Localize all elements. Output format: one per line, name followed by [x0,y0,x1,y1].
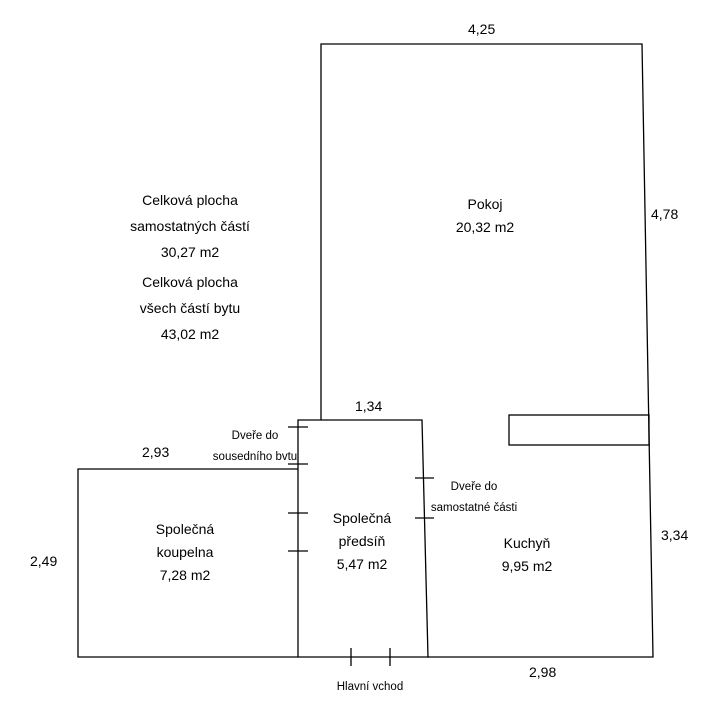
dimension-kuchyn-width: 2,98 [529,664,557,680]
note-door-independent: Dveře do samostatné části [409,477,539,519]
room-area: 5,47 m2 [336,556,388,572]
summary-value: 43,02 m2 [160,326,220,342]
room-kuchyn: Kuchyň 9,95 m2 [467,532,587,578]
dimension-koupelna-depth: 2,49 [30,553,58,569]
pokoj-kuchyn-wall [320,43,654,658]
note-line: sousedního bvtu [212,451,298,463]
room-name: Pokoj [467,196,503,212]
note-main-entrance: Hlavní vchod [336,681,404,693]
room-pokoj: Pokoj 20,32 m2 [425,193,545,239]
summary-label: samostatných částí [130,218,250,234]
koupelna-wall [77,468,298,658]
room-area: 20,32 m2 [455,219,515,235]
room-koupelna: Společná koupelna 7,28 m2 [125,518,245,587]
room-area: 7,28 m2 [159,567,211,583]
kitchen-counter [508,414,650,446]
room-name: předsíň [338,533,386,549]
note-line: Dveře do [450,481,498,493]
summary-label: Celková plocha [142,192,238,208]
dimension-koupelna-width: 2,93 [142,444,170,460]
dimension-pokoj-width: 4,25 [468,21,496,37]
room-name: Společná [155,521,215,537]
dimension-kuchyn-depth: 3,34 [661,527,689,543]
note-door-neighbor: Dveře do sousedního bvtu [190,426,320,468]
summary-value: 30,27 m2 [160,244,220,260]
summary-label: Celková plocha [142,274,238,290]
total-area-independent: Celková plocha samostatných částí 30,27 … [105,187,275,265]
note-line: samostatné části [430,502,518,514]
room-name: Kuchyň [503,535,551,551]
dimension-predsin-width: 1,34 [355,398,383,414]
note-line: Dveře do [231,430,279,442]
dimension-pokoj-depth: 4,78 [651,206,679,222]
predsin-wall [297,419,429,658]
total-area-all: Celková plocha všech částí bytu 43,02 m2 [105,269,275,347]
room-predsin: Společná předsíň 5,47 m2 [302,507,422,576]
summary-label: všech částí bytu [139,300,241,316]
room-name: koupelna [156,544,214,560]
room-area: 9,95 m2 [501,558,553,574]
room-name: Společná [332,510,392,526]
